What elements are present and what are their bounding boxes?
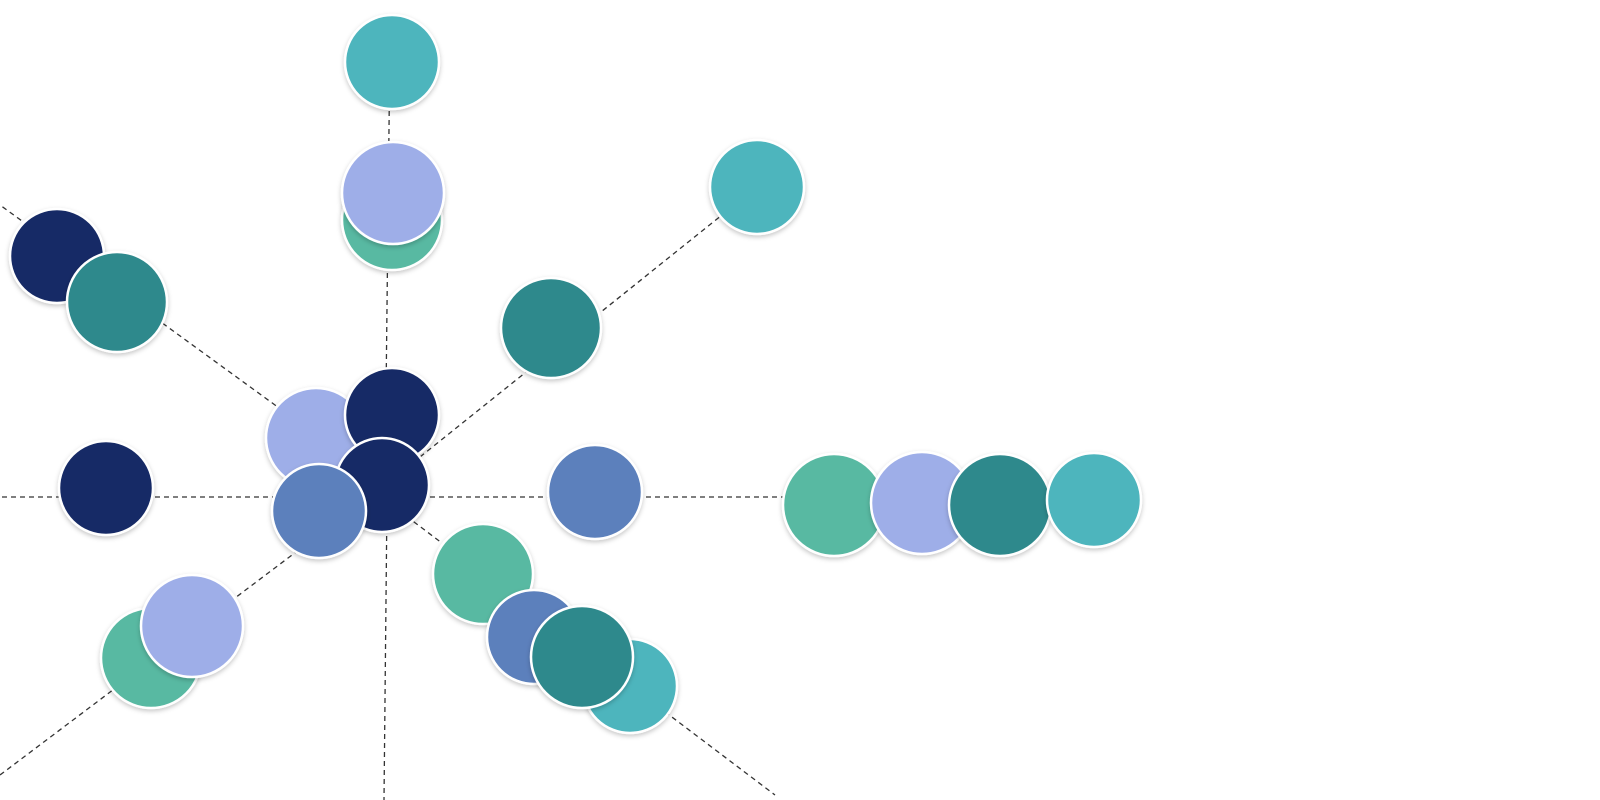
- bubbles-layer: [8, 13, 1143, 735]
- bubble-east-5[interactable]: [1045, 451, 1143, 549]
- bubble-north-2[interactable]: [340, 140, 446, 246]
- bubble-south-west-2[interactable]: [139, 573, 245, 679]
- bubble-north-east-2[interactable]: [708, 138, 806, 236]
- bubble-north-3[interactable]: [343, 13, 441, 111]
- bubble-east-1[interactable]: [546, 443, 644, 541]
- bubble-north-east-1[interactable]: [499, 276, 603, 380]
- hub-bubble-4[interactable]: [270, 462, 368, 560]
- bubble-east-4[interactable]: [947, 452, 1053, 558]
- bubble-north-west-2[interactable]: [65, 250, 169, 354]
- bubble-south-east-4[interactable]: [529, 604, 635, 710]
- bubble-east-2[interactable]: [781, 452, 887, 558]
- bubble-west-1[interactable]: [57, 439, 155, 537]
- edge-south: [383, 499, 388, 800]
